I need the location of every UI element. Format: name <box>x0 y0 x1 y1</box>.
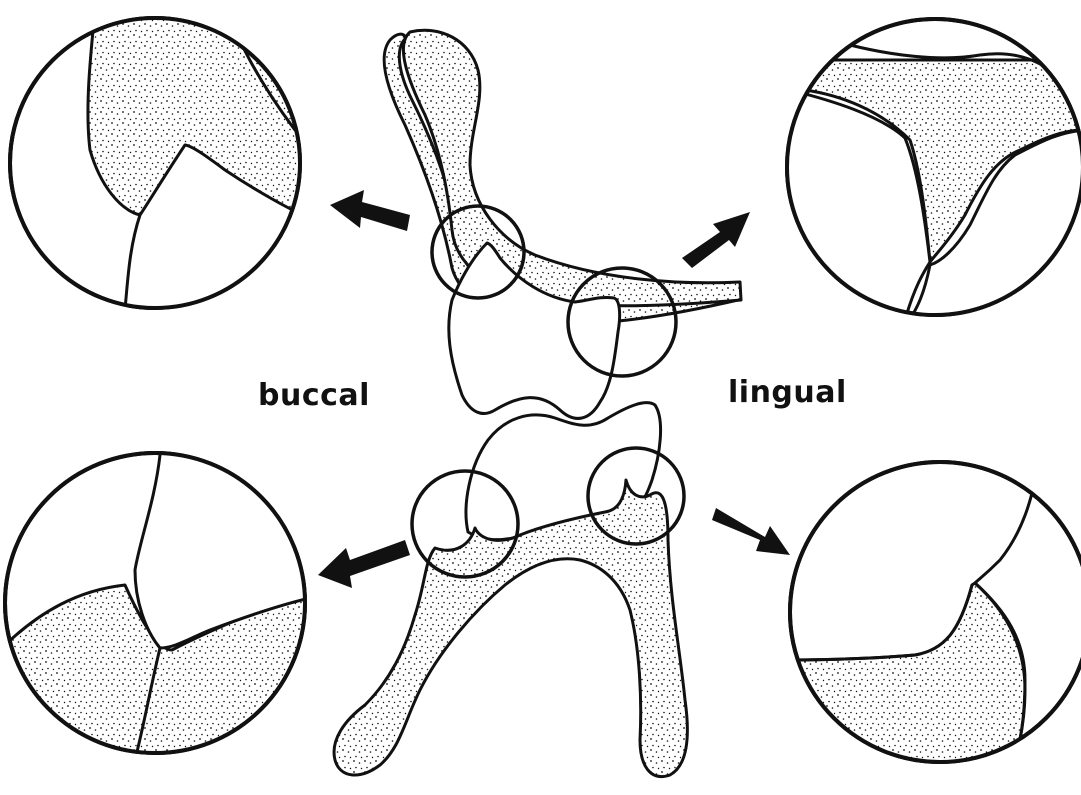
lingual-label: lingual <box>728 375 847 410</box>
arrow-lower-right <box>712 508 790 555</box>
magnified-view-upper-lingual <box>780 19 1081 325</box>
magnified-view-lower-lingual <box>790 445 1081 770</box>
arrow-upper-right <box>682 212 750 268</box>
magnified-view-lower-buccal <box>0 440 310 760</box>
buccal-label: buccal <box>258 378 370 413</box>
arrow-upper-left <box>330 190 410 231</box>
arrow-lower-left <box>318 540 410 588</box>
magnified-view-upper-buccal <box>10 0 310 310</box>
